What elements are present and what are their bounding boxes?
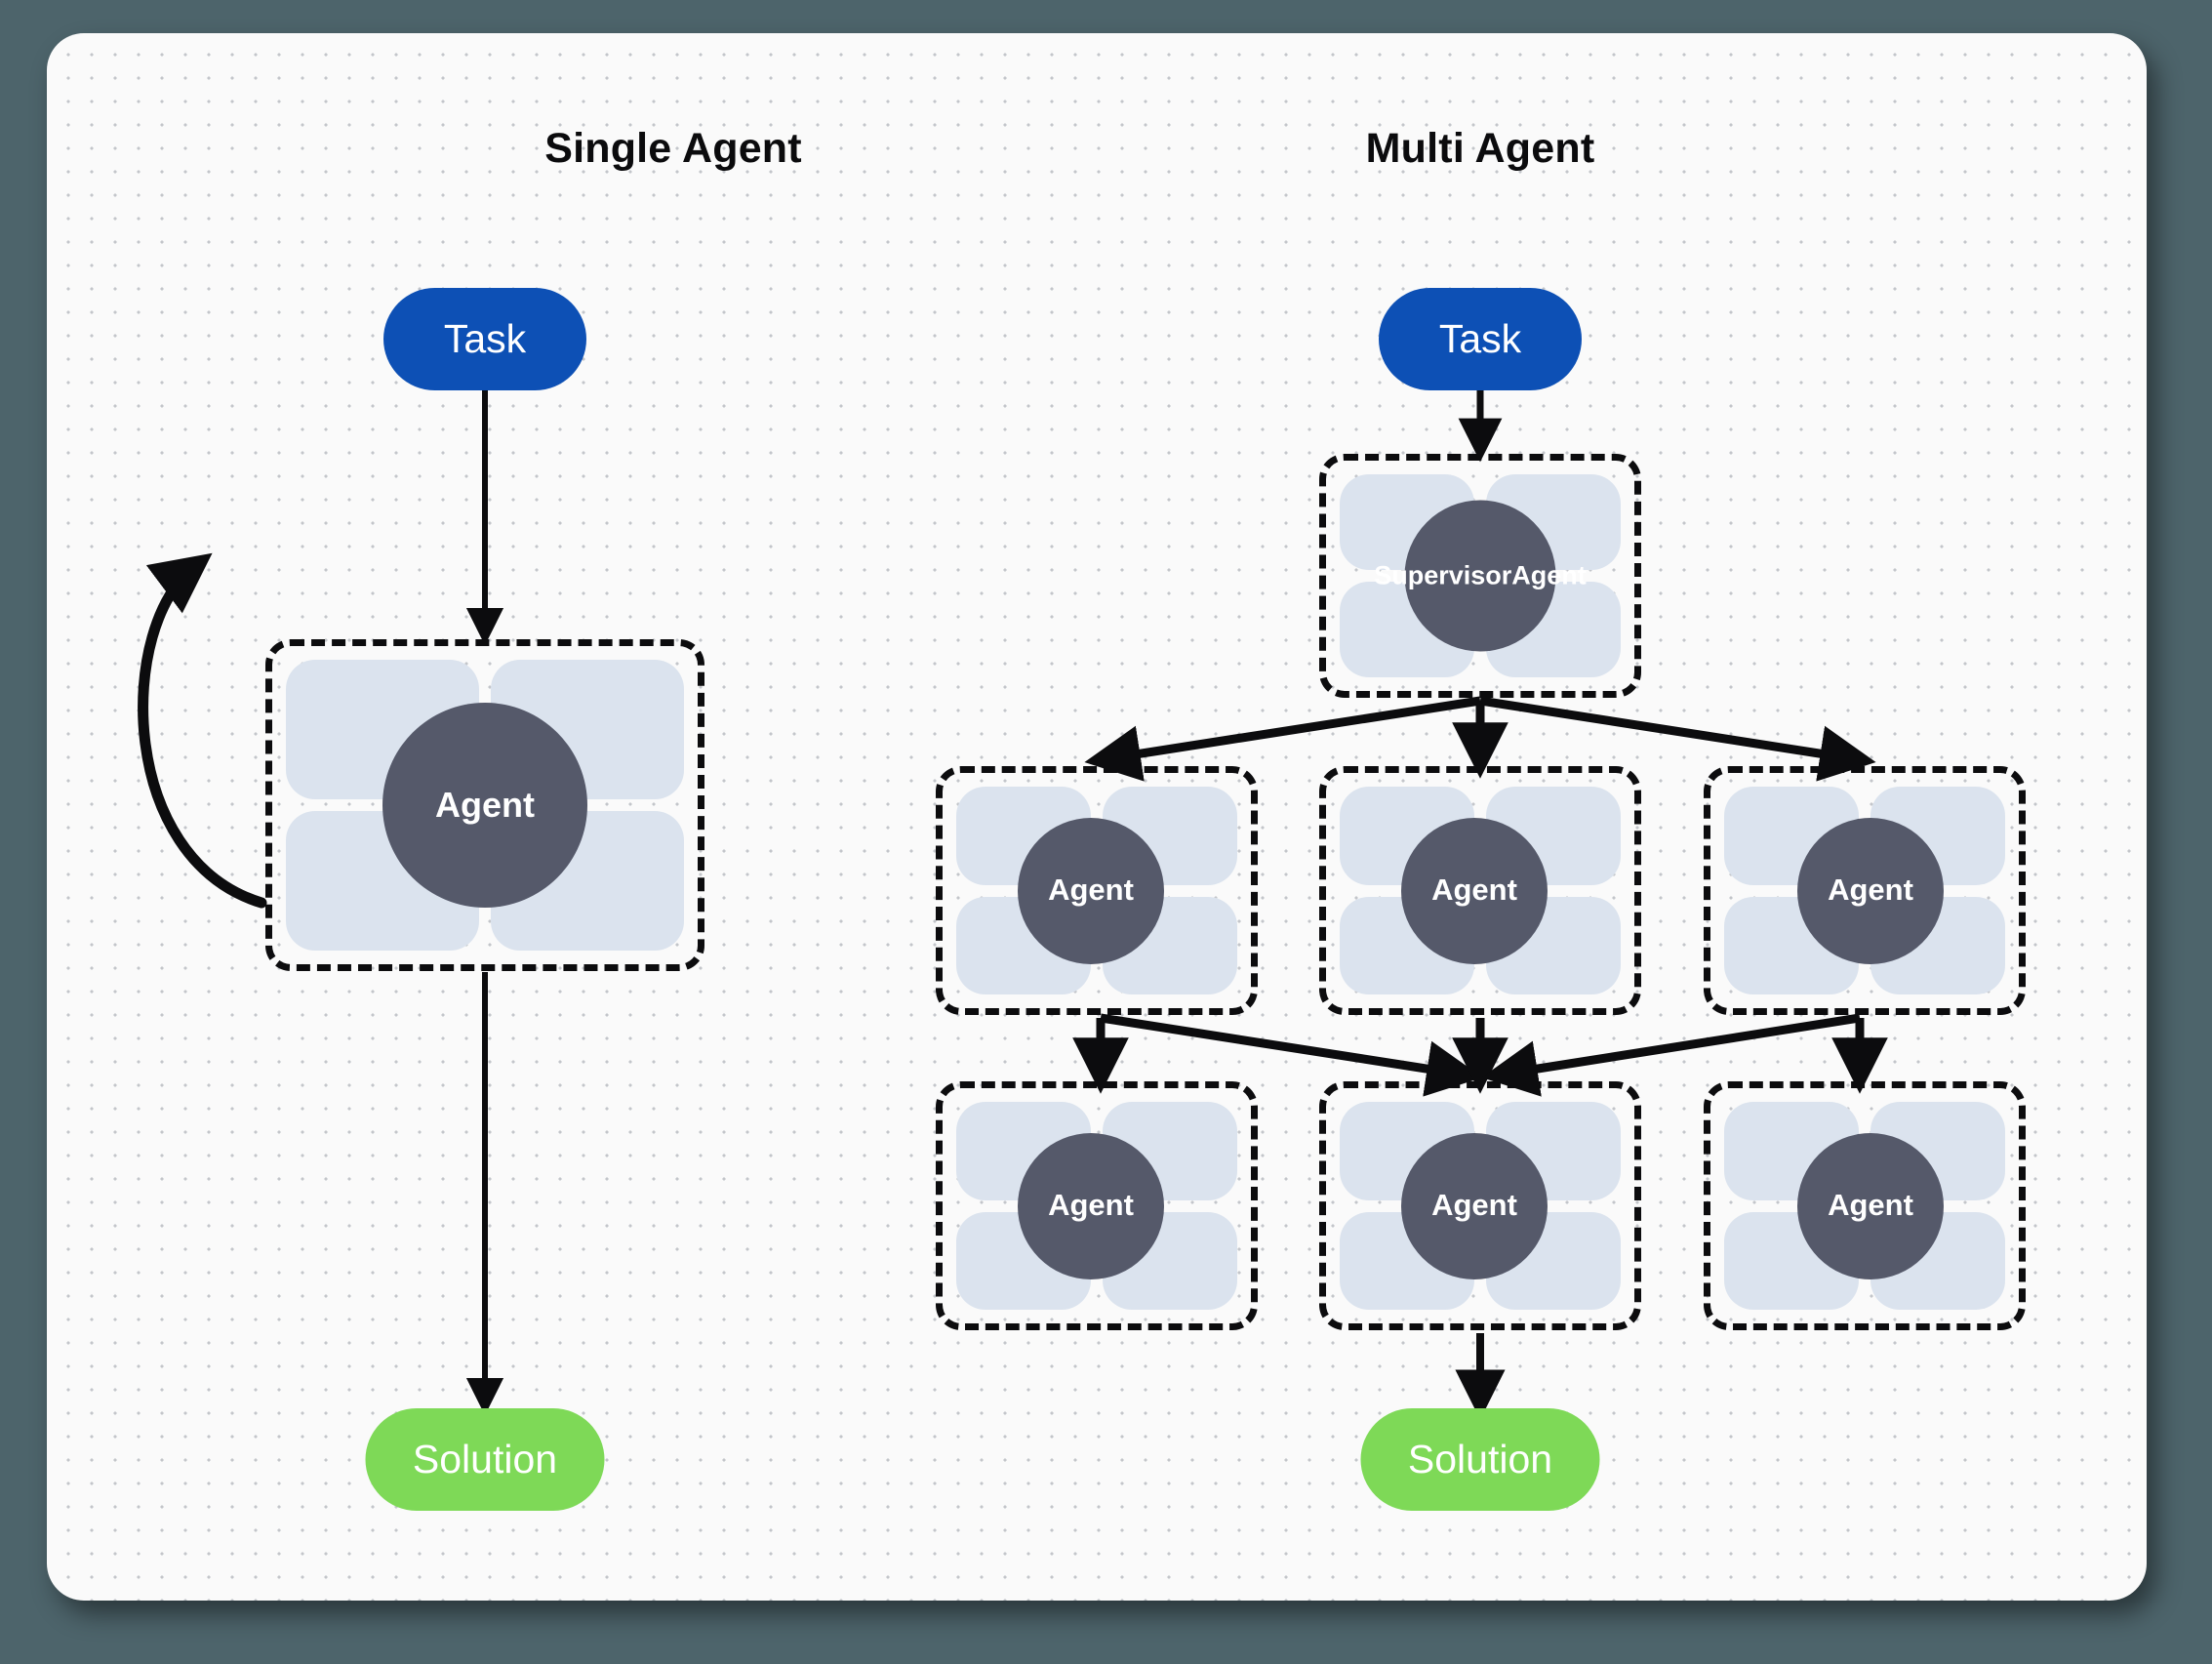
node-agent-row2-center[interactable]: Agent — [1319, 1081, 1641, 1330]
edge-row1-right-to-row2-center — [1481, 1013, 1861, 1097]
agent-core-label: Agent — [1018, 817, 1164, 964]
agent-core-label: Agent — [1018, 1132, 1164, 1279]
edge-agent-self-loop — [138, 552, 267, 909]
node-agent-row2-left[interactable]: Agent — [936, 1081, 1258, 1330]
node-agent-row1-left[interactable]: Agent — [936, 766, 1258, 1015]
agent-core-label: Agent — [1401, 817, 1548, 964]
agent-core-label: Agent — [382, 703, 587, 908]
node-agent-row1-center[interactable]: Agent — [1319, 766, 1641, 1015]
panel-title-multi-agent: Multi Agent — [1365, 125, 1595, 172]
supervisor-label-line1: Supervisor — [1374, 560, 1512, 590]
node-task-single[interactable]: Task — [383, 288, 586, 390]
node-solution-single[interactable]: Solution — [365, 1408, 605, 1511]
edge-supervisor-to-agent-right — [1479, 696, 1876, 782]
node-agent-single[interactable]: Agent — [265, 639, 704, 971]
edge-row1-left-to-row2-center — [1100, 1013, 1483, 1097]
edge-supervisor-to-agent-left — [1084, 696, 1481, 782]
node-agent-row2-right[interactable]: Agent — [1704, 1081, 2026, 1330]
node-agent-row1-right[interactable]: Agent — [1704, 766, 2026, 1015]
agent-core-label: Agent — [1401, 1132, 1548, 1279]
node-solution-multi[interactable]: Solution — [1360, 1408, 1600, 1511]
panel-title-single-agent: Single Agent — [544, 125, 802, 172]
node-supervisor-agent[interactable]: Supervisor Agent — [1319, 454, 1641, 698]
agent-core-label: Agent — [1797, 817, 1944, 964]
supervisor-label-line2: Agent — [1511, 560, 1587, 590]
supervisor-core-label: Supervisor Agent — [1374, 500, 1587, 652]
agent-core-label: Agent — [1797, 1132, 1944, 1279]
node-task-multi[interactable]: Task — [1379, 288, 1582, 390]
